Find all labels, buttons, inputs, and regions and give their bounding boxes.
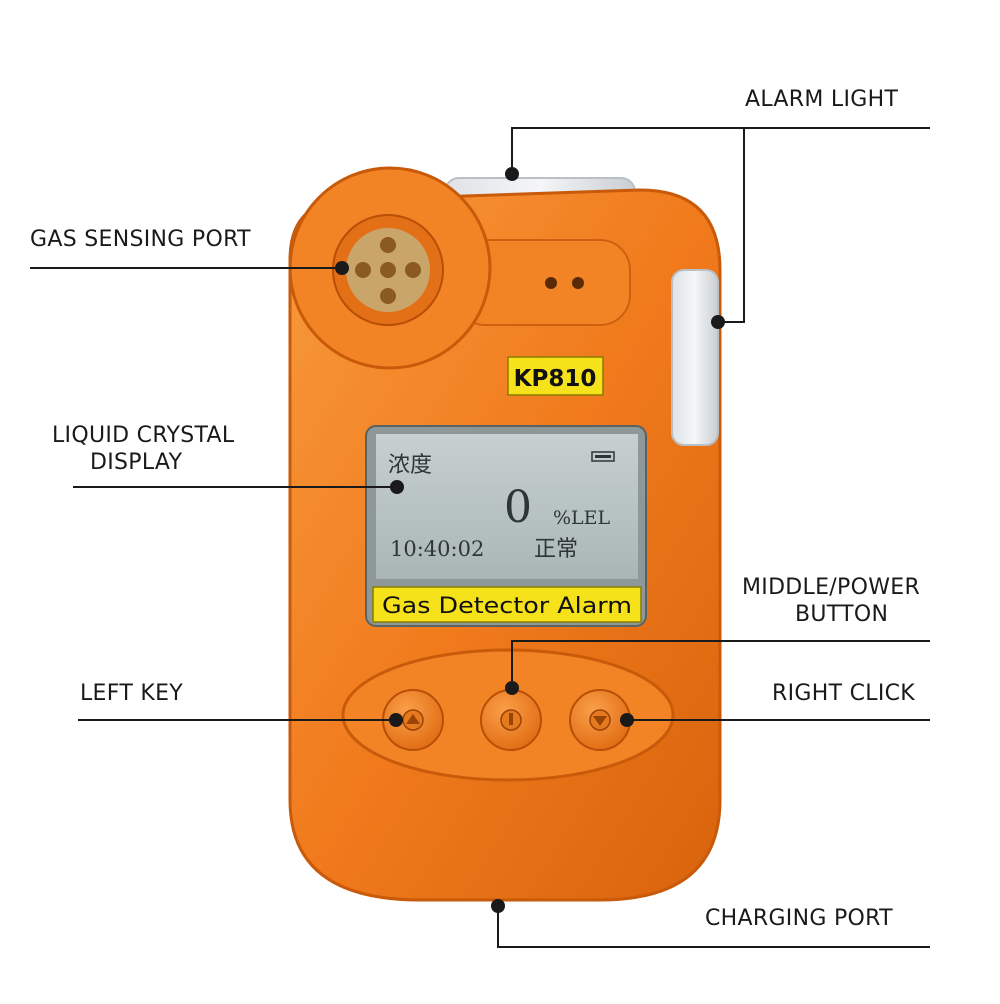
alarm-light-side-leader bbox=[718, 128, 745, 323]
callout-dots bbox=[335, 167, 725, 913]
lcd-label-line2: DISPLAY bbox=[90, 450, 183, 475]
alarm-light-leader bbox=[511, 127, 930, 172]
callout-dot bbox=[389, 713, 403, 727]
sensor-hole bbox=[380, 262, 396, 278]
lcd-unit: %LEL bbox=[553, 507, 611, 529]
alarm-light-side bbox=[671, 269, 719, 446]
lcd-time: 10:40:02 bbox=[390, 537, 484, 561]
model-text: KP810 bbox=[514, 366, 597, 392]
left-key-label: LEFT KEY bbox=[80, 681, 184, 706]
callout-dot bbox=[711, 315, 725, 329]
lcd-screen bbox=[376, 434, 638, 579]
sensor-hole bbox=[355, 262, 371, 278]
callout-lines bbox=[30, 127, 930, 948]
gas-sensing-port-label: GAS SENSING PORT bbox=[30, 227, 251, 252]
banner-strip bbox=[372, 586, 642, 623]
battery-icon-fill bbox=[595, 455, 611, 458]
middle-power-label-line1: MIDDLE/POWER bbox=[742, 575, 921, 600]
battery-icon bbox=[591, 451, 615, 462]
power-icon-bar bbox=[509, 713, 513, 725]
lcd-top-label: 浓度 bbox=[388, 453, 432, 478]
up-arrow-glyph bbox=[406, 714, 420, 724]
callout-dot bbox=[491, 899, 505, 913]
sensor-hole bbox=[380, 288, 396, 304]
callout-dot bbox=[335, 261, 349, 275]
charging-port-leader bbox=[497, 908, 930, 948]
charging-port-label: CHARGING PORT bbox=[705, 906, 893, 931]
speaker-hole bbox=[572, 277, 584, 289]
model-badge bbox=[507, 356, 604, 396]
lcd-reading: 0 bbox=[504, 482, 532, 533]
down-arrow-glyph bbox=[593, 716, 607, 726]
callout-dot bbox=[505, 681, 519, 695]
callout-dot bbox=[620, 713, 634, 727]
callout-dot bbox=[505, 167, 519, 181]
lcd-status: 正常 bbox=[534, 537, 578, 562]
lcd-label-line1: LIQUID CRYSTAL bbox=[52, 423, 235, 448]
middle-power-label-line2: BUTTON bbox=[795, 602, 889, 627]
right-click-label: RIGHT CLICK bbox=[772, 681, 915, 706]
banner-text: Gas Detector Alarm bbox=[382, 594, 632, 619]
sensor-hole bbox=[380, 237, 396, 253]
speaker-hole bbox=[545, 277, 557, 289]
alarm-light-label: ALARM LIGHT bbox=[745, 87, 899, 112]
callout-dot bbox=[390, 480, 404, 494]
sensor-hole bbox=[405, 262, 421, 278]
middle-button-leader bbox=[511, 640, 930, 688]
